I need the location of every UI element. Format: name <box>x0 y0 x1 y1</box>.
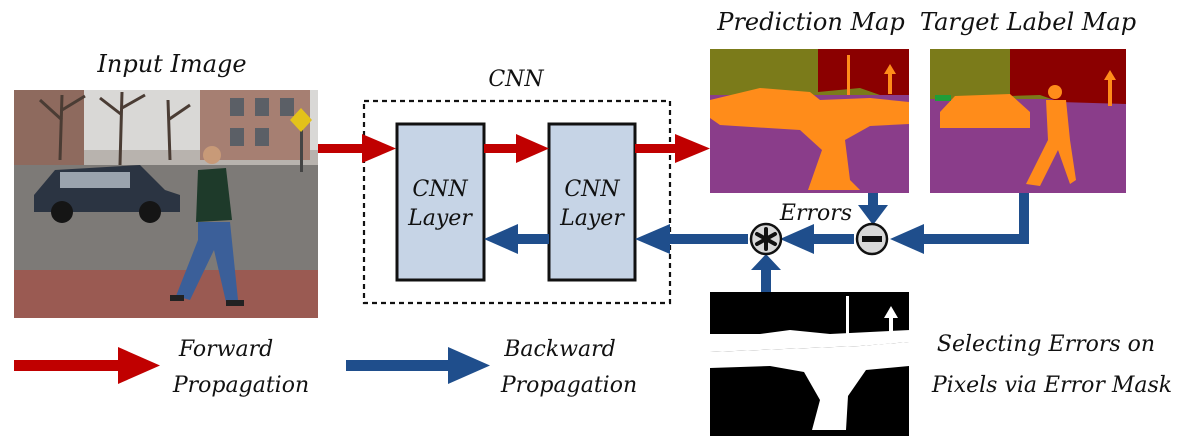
prediction-map-image <box>710 49 909 193</box>
legend-forward-line2: Propagation <box>172 373 309 398</box>
cnn-layer-1-line2: Layer <box>407 206 473 231</box>
cnn-container <box>362 99 672 305</box>
error-mask-caption-line1: Selecting Errors on <box>937 332 1155 357</box>
target-label-map-image <box>930 49 1126 193</box>
cnn-layer-1-line1: CNN <box>412 177 468 202</box>
input-photo <box>14 90 318 318</box>
cnn-layer-2 <box>547 122 637 282</box>
cnn-label: CNN <box>488 67 544 92</box>
legend-forward-line1: Forward <box>178 337 273 362</box>
cnn-layer-1 <box>395 122 486 282</box>
target-label-map-label: Target Label Map <box>920 8 1136 36</box>
cnn-layer-2-line2: Layer <box>559 206 625 231</box>
legend-forward: Forward Propagation <box>14 337 309 398</box>
prediction-map-label: Prediction Map <box>716 8 904 36</box>
forward-arrows <box>318 134 710 163</box>
backward-arrows <box>484 193 1029 292</box>
legend-backward: Backward Propagation <box>346 337 637 398</box>
error-mask-image <box>710 292 910 436</box>
legend-backward-line2: Propagation <box>500 373 637 398</box>
circled-minus-icon <box>855 222 889 256</box>
input-image-label: Input Image <box>96 50 246 78</box>
cnn-layer-2-line1: CNN <box>564 177 620 202</box>
circled-asterisk-icon <box>749 222 783 256</box>
errors-label: Errors <box>779 201 852 226</box>
legend-backward-line1: Backward <box>503 337 615 362</box>
error-mask-caption-line2: Pixels via Error Mask <box>931 373 1172 398</box>
